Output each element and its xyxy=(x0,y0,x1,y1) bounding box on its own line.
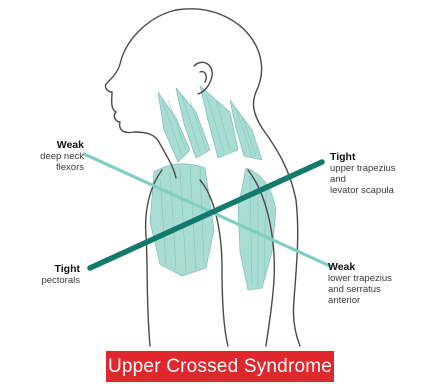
label-head: Tight xyxy=(10,264,80,275)
label-tight-pectorals: Tight pectorals xyxy=(10,264,80,286)
label-head: Weak xyxy=(14,140,84,151)
label-tight-upper-trapezius: Tight upper trapezius and levator scapul… xyxy=(330,152,440,196)
back-outline xyxy=(293,200,300,346)
label-body: lower trapezius and serratus anterior xyxy=(328,273,438,306)
neck-muscles xyxy=(158,86,262,162)
label-head: Weak xyxy=(328,262,438,273)
head-outline xyxy=(105,10,176,178)
label-weak-lower-trapezius: Weak lower trapezius and serratus anteri… xyxy=(328,262,438,306)
label-body: deep neck flexors xyxy=(14,151,84,173)
title-banner: Upper Crossed Syndrome xyxy=(106,351,334,382)
label-head: Tight xyxy=(330,152,440,163)
label-weak-deep-neck-flexors: Weak deep neck flexors xyxy=(14,140,84,173)
ear-inner xyxy=(200,72,206,82)
chest-muscles xyxy=(150,164,276,290)
label-body: upper trapezius and levator scapula xyxy=(330,163,440,196)
label-body: pectorals xyxy=(10,275,80,286)
